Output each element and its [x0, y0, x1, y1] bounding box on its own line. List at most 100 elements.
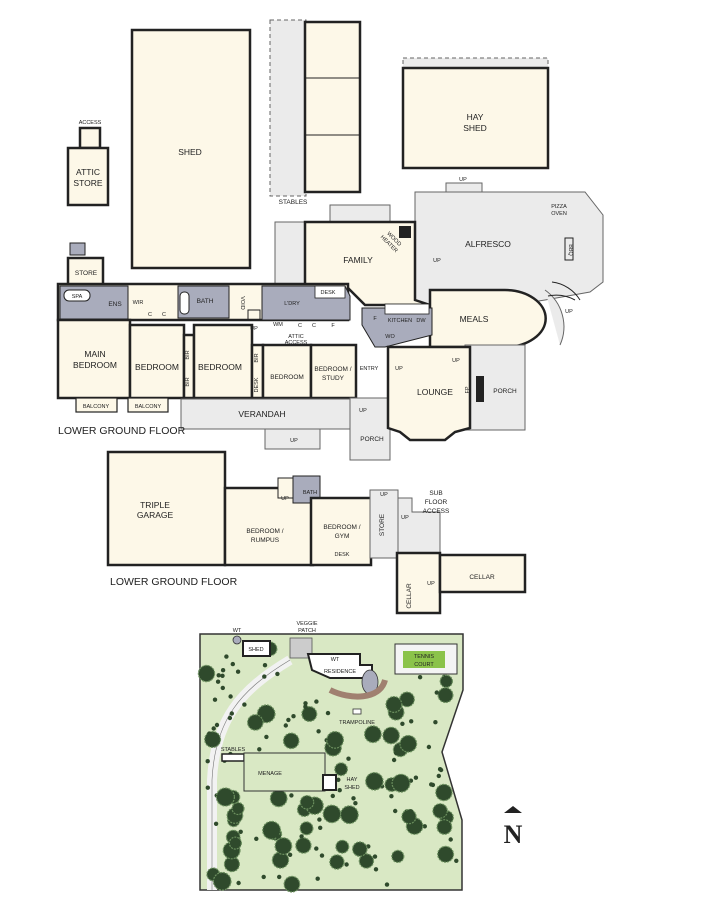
tree: [438, 767, 444, 773]
bedroom-2: [192, 323, 254, 400]
balcony-2: [127, 397, 169, 413]
tree: [434, 690, 439, 695]
tree: [329, 854, 345, 870]
tree: [231, 801, 245, 816]
up-markers: UP UP UP UP UP UP UP UP: [250, 177, 573, 444]
tree: [289, 793, 294, 798]
tree: [205, 785, 210, 790]
balcony-label: BALCONY: [135, 404, 162, 410]
tree: [215, 679, 221, 684]
tree: [330, 793, 335, 799]
tree: [432, 803, 448, 819]
tree: [277, 874, 282, 880]
tree: [391, 849, 405, 864]
tree: [454, 858, 459, 863]
tree: [264, 734, 269, 740]
porch-label: PORCH: [360, 436, 384, 443]
shed-label: SHED: [248, 647, 263, 653]
hay-shed-label: HAY: [347, 777, 358, 783]
tree: [385, 695, 403, 713]
tree: [212, 697, 218, 702]
tree: [213, 821, 219, 826]
tree: [322, 804, 342, 824]
tree: [382, 726, 400, 745]
tree: [399, 734, 418, 753]
bedroom-label: BEDROOM: [135, 362, 179, 372]
tree: [326, 731, 345, 749]
attic-store: [66, 146, 110, 207]
attic-access-label: ACCESS: [285, 340, 308, 346]
fireplace-icon: [476, 376, 484, 402]
tree: [229, 711, 234, 716]
tree: [274, 837, 293, 855]
tree: [230, 661, 235, 667]
bedroom-study-label: BEDROOM /: [314, 366, 351, 373]
tree: [247, 714, 264, 731]
floor-label-upper: LOWER GROUND FLOOR: [58, 425, 186, 437]
bedroom-rumpus-label: BEDROOM /: [246, 528, 283, 535]
fp-label: FP: [465, 386, 471, 393]
tree: [437, 845, 455, 863]
tree: [197, 664, 216, 683]
pizza-oven-label: OVEN: [551, 211, 567, 217]
tree: [238, 829, 243, 834]
up-marker: UP: [565, 309, 573, 315]
laundry-label: L'DRY: [284, 301, 300, 307]
main-bedroom-label: MAIN: [84, 349, 105, 359]
bath-label: BATH: [197, 298, 214, 305]
tree: [364, 725, 382, 744]
tree: [429, 782, 434, 787]
tree: [316, 729, 321, 734]
desk-label: DESK: [254, 377, 260, 392]
stables: [303, 20, 362, 194]
trampoline: [352, 708, 362, 715]
attic-access-hatch: [78, 126, 102, 150]
tree: [220, 685, 225, 691]
tree: [335, 839, 350, 854]
tree: [291, 714, 296, 719]
stables-yard: [269, 19, 307, 197]
tree: [351, 841, 368, 857]
tree: [216, 673, 221, 678]
tree: [235, 669, 241, 674]
ens-label: ENS: [108, 301, 122, 308]
garden-path: [328, 678, 388, 700]
tree: [400, 721, 405, 726]
tree: [215, 787, 235, 807]
north-arrow: N: [504, 806, 523, 849]
up-marker: UP: [380, 492, 388, 498]
tree: [437, 687, 454, 704]
sub-floor-access-label: FLOOR: [425, 499, 448, 506]
sub-floor-access-label: SUB: [429, 490, 442, 497]
up-marker: UP: [401, 515, 409, 521]
tree: [393, 808, 398, 814]
tree: [276, 834, 281, 839]
site-hay-shed: [322, 774, 337, 791]
tree: [336, 777, 341, 782]
desk-label: DESK: [321, 290, 336, 296]
tree: [401, 808, 417, 825]
tree: [389, 794, 394, 799]
store-label: STORE: [75, 270, 98, 277]
tree: [299, 794, 315, 810]
porch-front: [349, 397, 391, 461]
tree: [373, 867, 379, 872]
cupboard-label: C: [298, 323, 302, 329]
tree: [220, 668, 226, 673]
shed: [130, 28, 252, 270]
tree: [315, 876, 320, 881]
store-label: STORE: [379, 513, 386, 536]
tree: [344, 862, 349, 867]
tree: [391, 773, 411, 793]
pizza-oven-label: PIZZA: [551, 204, 567, 210]
tree: [340, 805, 359, 825]
up-marker: UP: [290, 438, 298, 444]
meals-label: MEALS: [460, 314, 489, 324]
up-marker: UP: [395, 366, 403, 372]
tree: [417, 675, 423, 680]
attic-access-label: ACCESS: [79, 120, 102, 126]
tree: [269, 789, 288, 808]
tree: [223, 855, 240, 873]
north-arrow-icon: [504, 806, 522, 813]
tree: [254, 836, 259, 841]
